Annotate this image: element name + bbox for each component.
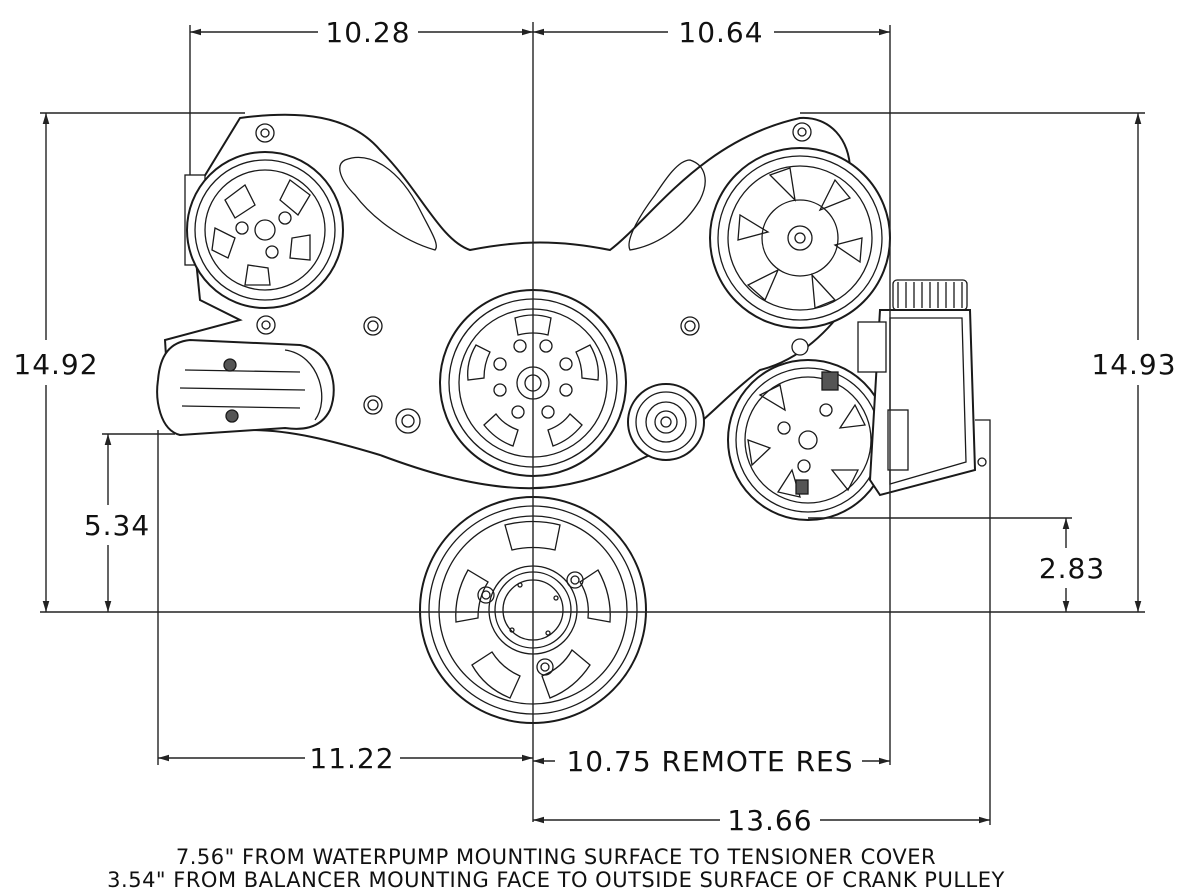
small-idler-pulley	[627, 383, 705, 461]
note-line-1: 7.56" FROM WATERPUMP MOUNTING SURFACE TO…	[176, 845, 936, 869]
water-pump-pulley	[709, 147, 891, 329]
tensioner-cover	[156, 338, 335, 437]
power-steering-pulley	[727, 359, 889, 521]
dim-remote-res-width: 10.75 REMOTE RES	[566, 745, 853, 778]
note-line-2: 3.54" FROM BALANCER MOUNTING FACE TO OUT…	[107, 868, 1005, 892]
dim-top-left-width: 10.28	[325, 16, 410, 49]
remote-reservoir	[857, 279, 991, 497]
dim-right-height: 14.93	[1091, 348, 1176, 381]
dim-ps-height: 2.83	[1039, 552, 1105, 585]
dim-left-height: 14.92	[13, 348, 98, 381]
dim-top-right-width: 10.64	[678, 16, 763, 49]
dim-tensioner-height: 5.34	[84, 509, 150, 542]
dimension-lines	[40, 22, 1145, 825]
left-accessory-pulley	[184, 151, 344, 309]
dim-bottom-left-width: 11.22	[309, 742, 394, 775]
dim-bottom-right-width: 13.66	[727, 804, 812, 837]
